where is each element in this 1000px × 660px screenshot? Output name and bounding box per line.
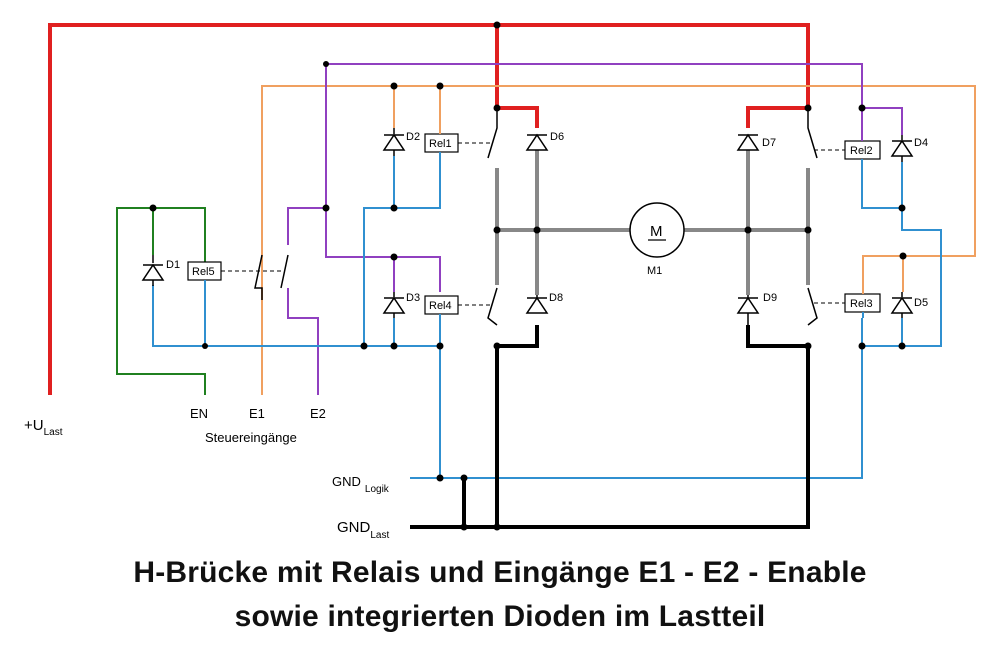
label-d2: D2 xyxy=(406,131,420,143)
label-d4: D4 xyxy=(914,137,928,149)
diode-d3 xyxy=(382,292,406,318)
label-rel1: Rel1 xyxy=(429,138,452,150)
logic-ground-wires xyxy=(152,156,942,479)
label-d5: D5 xyxy=(914,297,928,309)
label-d6: D6 xyxy=(550,131,564,143)
diagram-title-line1: H-Brücke mit Relais und Eingänge E1 - E2… xyxy=(133,556,867,589)
relay-coil-rel4 xyxy=(424,295,459,315)
diodes xyxy=(141,128,914,325)
relay-linkages xyxy=(221,142,845,306)
relay-coil-leads xyxy=(204,128,864,318)
motor-m1 xyxy=(629,202,685,258)
relay-coil-rel1 xyxy=(424,133,459,153)
load-ground-wires xyxy=(410,325,810,529)
label-steuereingaenge: Steuereingänge xyxy=(205,430,297,445)
label-rel2: Rel2 xyxy=(850,145,873,157)
e1-wire xyxy=(261,85,976,395)
diode-d5 xyxy=(890,292,914,318)
label-d9: D9 xyxy=(763,292,777,304)
label-gnd-logik: GNDLogik xyxy=(332,474,390,495)
diode-d6 xyxy=(525,133,549,151)
label-input-en: EN xyxy=(190,406,208,421)
label-d1: D1 xyxy=(166,259,180,271)
diode-d9 xyxy=(736,295,760,325)
diode-d8 xyxy=(525,295,549,314)
label-d8: D8 xyxy=(549,292,563,304)
diode-d2 xyxy=(382,128,406,156)
relay-coils xyxy=(187,133,881,315)
motor-symbol-label: M xyxy=(650,223,663,240)
label-d3: D3 xyxy=(406,292,420,304)
label-m1: M1 xyxy=(647,265,662,277)
diode-d4 xyxy=(890,135,914,162)
label-supply: +ULast xyxy=(24,417,63,438)
supply-wires xyxy=(48,23,810,395)
label-rel3: Rel3 xyxy=(850,298,873,310)
label-rel4: Rel4 xyxy=(429,300,452,312)
diagram-title-line2: sowie integrierten Dioden im Lastteil xyxy=(234,600,766,633)
label-input-e1: E1 xyxy=(249,406,265,421)
diode-d7 xyxy=(736,133,760,151)
e2-wire xyxy=(287,63,903,395)
enable-wire xyxy=(116,207,206,395)
label-d7: D7 xyxy=(762,137,776,149)
label-input-e2: E2 xyxy=(310,406,326,421)
junction-dots xyxy=(149,21,907,531)
label-gnd-last: GNDLast xyxy=(337,519,389,541)
diode-d1 xyxy=(141,255,165,286)
label-rel5: Rel5 xyxy=(192,266,215,278)
